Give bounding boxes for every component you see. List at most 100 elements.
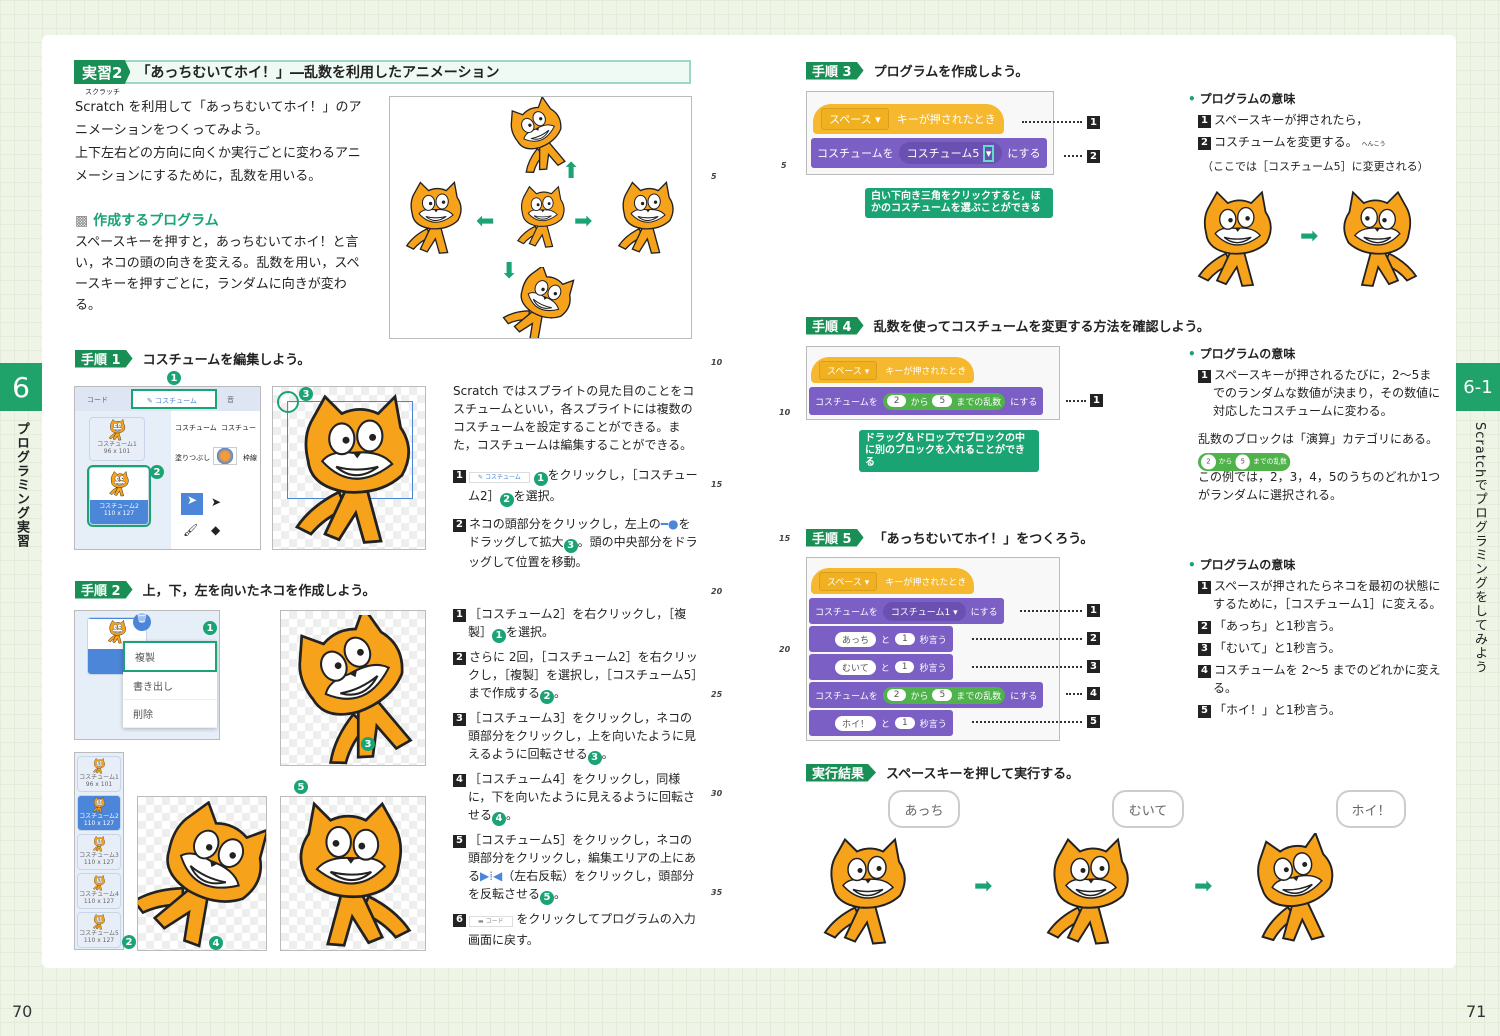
dropdown-arrow-icon[interactable]: ▾ xyxy=(982,145,995,162)
speech-bubble: ホイ！ xyxy=(1336,790,1406,828)
line-marker: 1 xyxy=(1087,604,1100,617)
when-key-pressed-block[interactable]: スペース ▾キーが押されたとき xyxy=(811,357,975,383)
menu-export[interactable]: 書き出し xyxy=(123,672,217,700)
marker: 3 xyxy=(563,539,578,553)
step5-code: スペース ▾キーが押されたとき コスチュームをコスチューム1 ▾にする あっちと… xyxy=(806,557,1060,741)
to-input[interactable]: 5 xyxy=(932,689,953,701)
from-input[interactable]: 2 xyxy=(886,689,907,701)
costume-name-field[interactable]: コスチュー xyxy=(221,424,256,432)
marker-3: 3 xyxy=(299,387,313,401)
line-number: 5 xyxy=(711,172,717,181)
line-number: 25 xyxy=(711,690,723,699)
leader-line xyxy=(972,721,1082,723)
marker-5: 5 xyxy=(294,780,308,794)
section-label: Scratchでプログラミングをしてみよう xyxy=(1472,422,1487,675)
when-key-pressed-block[interactable]: スペース ▾ キーが押されたとき xyxy=(813,104,1004,134)
costume-dropdown[interactable]: コスチューム5 ▾ xyxy=(898,142,1003,164)
exercise-title: 実習2 「あっちむいてホイ！」―乱数を利用したアニメーション xyxy=(74,60,691,84)
reshape-tool[interactable]: ➤ xyxy=(211,495,222,509)
key-label: スペース xyxy=(829,113,872,126)
seconds-input[interactable]: 1 xyxy=(895,717,915,729)
switch-costume-block[interactable]: コスチュームをコスチューム5 ▾にする xyxy=(811,138,1047,168)
step3-code: スペース ▾ キーが押されたとき コスチュームをコスチューム5 ▾にする xyxy=(806,91,1054,175)
step4-meaning: プログラムの意味 1スペースキーが押されるたびに，2～5までのランダムな数値が決… xyxy=(1188,345,1442,504)
costume-value: コスチューム1 xyxy=(890,607,951,618)
say-text-input[interactable]: あっち xyxy=(835,631,877,647)
resize-handle-highlight[interactable] xyxy=(277,391,299,413)
cat-thumb xyxy=(91,836,107,852)
eraser-tool[interactable]: ◆ xyxy=(211,523,221,537)
leader-line xyxy=(972,638,1082,640)
resize-handle-icon: ━● xyxy=(660,517,679,531)
item-text: ［コスチューム5］をクリックし，ネコの頭部分をクリックし，編集エリアの上にある xyxy=(468,833,697,883)
from-input[interactable]: 2 xyxy=(886,395,907,407)
exercise-tag: 実習2 xyxy=(74,60,131,84)
block-text: と xyxy=(881,635,891,646)
page-number-left: 70 xyxy=(12,1002,33,1021)
key-dropdown[interactable]: スペース ▾ xyxy=(819,360,878,380)
cat-left xyxy=(400,181,468,256)
item-number: 2 xyxy=(1198,620,1211,634)
marker: 1 xyxy=(492,629,507,643)
menu-duplicate[interactable]: 複製 xyxy=(123,641,217,672)
costume-dropdown[interactable]: コスチューム1 ▾ xyxy=(882,601,966,621)
program-heading-text: 作成するプログラム xyxy=(93,213,219,229)
select-tool[interactable]: ➤ xyxy=(181,493,203,515)
tab-sound[interactable]: 音 xyxy=(227,396,234,404)
operator-note: 乱数のブロックは「演算」カテゴリにある。 xyxy=(1198,432,1439,446)
tab-costume[interactable]: ✎ コスチューム xyxy=(131,389,217,409)
icon-label: コスチューム xyxy=(484,474,521,481)
say-text-input[interactable]: むいて xyxy=(835,659,876,675)
switch-costume-block[interactable]: コスチュームをコスチューム1 ▾にする xyxy=(809,598,1004,624)
arrow-up-icon: ⬆ xyxy=(562,159,581,184)
delete-icon[interactable]: 🗑 xyxy=(133,613,151,631)
seconds-input[interactable]: 1 xyxy=(894,661,915,673)
key-dropdown[interactable]: スペース ▾ xyxy=(819,571,878,591)
hat-text: キーが押されたとき xyxy=(896,113,996,126)
step2-tag: 手順 2 xyxy=(75,580,133,599)
editor-tabs: コード ✎ コスチューム 音 xyxy=(75,387,260,411)
block-text: から xyxy=(1218,458,1233,466)
seconds-input[interactable]: 1 xyxy=(895,633,915,645)
meaning-title: プログラムの意味 xyxy=(1188,556,1442,573)
line-marker: 1 xyxy=(1090,394,1103,407)
block-text: と xyxy=(880,663,890,674)
tab-code[interactable]: コード xyxy=(87,396,108,404)
say-text-input[interactable]: ホイ！ xyxy=(835,715,877,731)
menu-delete[interactable]: 削除 xyxy=(123,700,217,728)
line-number: 15 xyxy=(779,534,791,543)
to-input[interactable]: 5 xyxy=(932,395,953,407)
marker: 1 xyxy=(533,472,548,486)
costume-tab-icon: ✎ コスチューム xyxy=(469,472,530,483)
exercise-title-text: 「あっちむいてホイ！」―乱数を利用したアニメーション xyxy=(136,65,500,81)
brush-tool[interactable]: 🖌 xyxy=(183,523,199,537)
key-dropdown[interactable]: スペース ▾ xyxy=(821,108,889,130)
item-text: ［コスチューム4］をクリックし，同様に，下を向いたように見えるように回転させる xyxy=(468,772,696,822)
when-key-pressed-block[interactable]: スペース ▾キーが押されたとき xyxy=(811,568,975,594)
editor-pane: コスチューム コスチュー 塗りつぶし 枠線 ➤ ➤ 🖌 ◆ xyxy=(171,411,260,549)
fill-color-picker[interactable] xyxy=(213,447,237,465)
ruby: へんこう xyxy=(1361,141,1386,148)
line-number: 10 xyxy=(711,358,723,367)
cat-after xyxy=(1335,185,1425,295)
